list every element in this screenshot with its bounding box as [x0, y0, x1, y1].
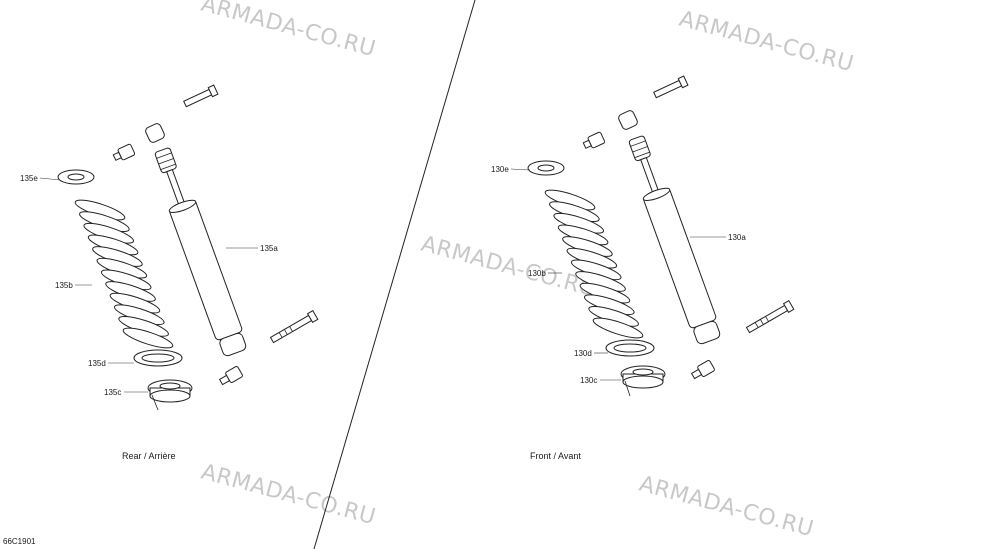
watermark-4: ARMADA-CO.RU: [198, 460, 378, 531]
rear-top-bushing: [112, 143, 136, 161]
front-caption: Front / Avant: [530, 451, 581, 461]
front-leader-130e: [510, 168, 531, 171]
front-label-130c: 130c: [580, 376, 597, 385]
front-shock-absorber: [628, 135, 721, 345]
front-upper-spring-seat: [527, 160, 565, 176]
front-bottom-bolt: [745, 299, 795, 334]
front-bottom-bushing: [690, 360, 715, 380]
front-lower-spring-seat: [605, 339, 655, 357]
front-label-130e: 130e: [491, 165, 509, 174]
front-assembly: 130e 130b 130a 130d 130c Front / Avant: [491, 75, 795, 461]
rear-leader-135e: [39, 177, 61, 181]
rear-label-135d: 135d: [88, 359, 106, 368]
rear-bottom-bolt: [269, 309, 319, 344]
spring-coil: [122, 327, 174, 349]
watermark-2: ARMADA-CO.RU: [676, 7, 856, 78]
rear-bottom-bushing: [218, 366, 243, 386]
rear-label-135c: 135c: [104, 388, 121, 397]
rear-lower-spring-seat: [133, 349, 183, 367]
watermark-5: ARMADA-CO.RU: [636, 472, 816, 543]
rear-assembly: 135e 135b 135a 135d 135c Rear / Arrière: [20, 84, 319, 461]
front-coil-spring: [544, 189, 644, 339]
rear-caption: Rear / Arrière: [122, 451, 176, 461]
rear-top-bolt: [183, 84, 219, 108]
rear-spring-retainer: [147, 379, 193, 411]
rear-label-135e: 135e: [20, 174, 38, 183]
front-spring-retainer: [620, 365, 666, 397]
front-label-130d: 130d: [574, 349, 592, 358]
rear-upper-spring-seat: [57, 169, 95, 185]
rear-shock-absorber: [154, 147, 247, 357]
watermark-1: ARMADA-CO.RU: [198, 0, 378, 62]
front-top-bolt: [653, 75, 689, 99]
section-divider: [313, 0, 476, 549]
front-label-130a: 130a: [728, 233, 746, 242]
rear-coil-spring: [74, 199, 174, 349]
figure-code: 66C1901: [3, 537, 36, 546]
spring-coil: [592, 317, 644, 339]
rear-label-135a: 135a: [260, 244, 278, 253]
front-shock-top-eye: [618, 110, 638, 130]
front-label-130b: 130b: [528, 269, 546, 278]
rear-label-135b: 135b: [55, 281, 73, 290]
front-top-bushing: [582, 131, 606, 149]
rear-shock-top-eye: [145, 123, 165, 143]
